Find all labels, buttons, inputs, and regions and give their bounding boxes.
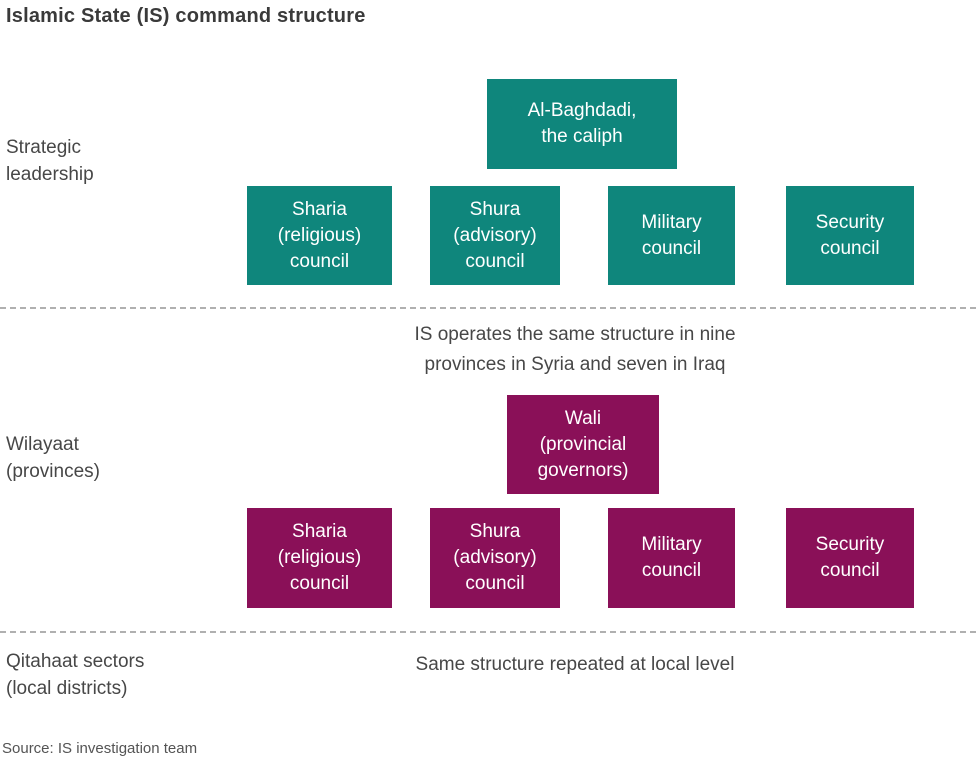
org-box-sharia-council-wilayaat: Sharia (religious) council: [247, 508, 392, 608]
note-provinces: IS operates the same structure in nine p…: [414, 324, 736, 375]
org-box-caliph: Al-Baghdadi, the caliph: [487, 79, 677, 169]
org-box-shura-council-strategic: Shura (advisory) council: [430, 186, 560, 285]
org-box-wali: Wali (provincial governors): [507, 395, 659, 494]
org-box-shura-council-wilayaat: Shura (advisory) council: [430, 508, 560, 608]
org-box-military-council-wilayaat: Military council: [608, 508, 735, 608]
page-title: Islamic State (IS) command structure: [6, 5, 366, 27]
dashed-divider-qitahaat: [0, 631, 976, 633]
level-label-qitahaat: Qitahaat sectors (local districts): [6, 651, 145, 699]
note-local-level: Same structure repeated at local level: [415, 654, 735, 675]
dashed-divider-wilayaat: [0, 307, 976, 309]
level-label-strategic-leadership: Strategic leadership: [6, 137, 94, 185]
org-box-sharia-council-strategic: Sharia (religious) council: [247, 186, 392, 285]
org-box-security-council-strategic: Security council: [786, 186, 914, 285]
org-box-security-council-wilayaat: Security council: [786, 508, 914, 608]
level-label-wilayaat: Wilayaat (provinces): [6, 434, 100, 482]
org-box-military-council-strategic: Military council: [608, 186, 735, 285]
source-note: Source: IS investigation team: [2, 740, 198, 757]
